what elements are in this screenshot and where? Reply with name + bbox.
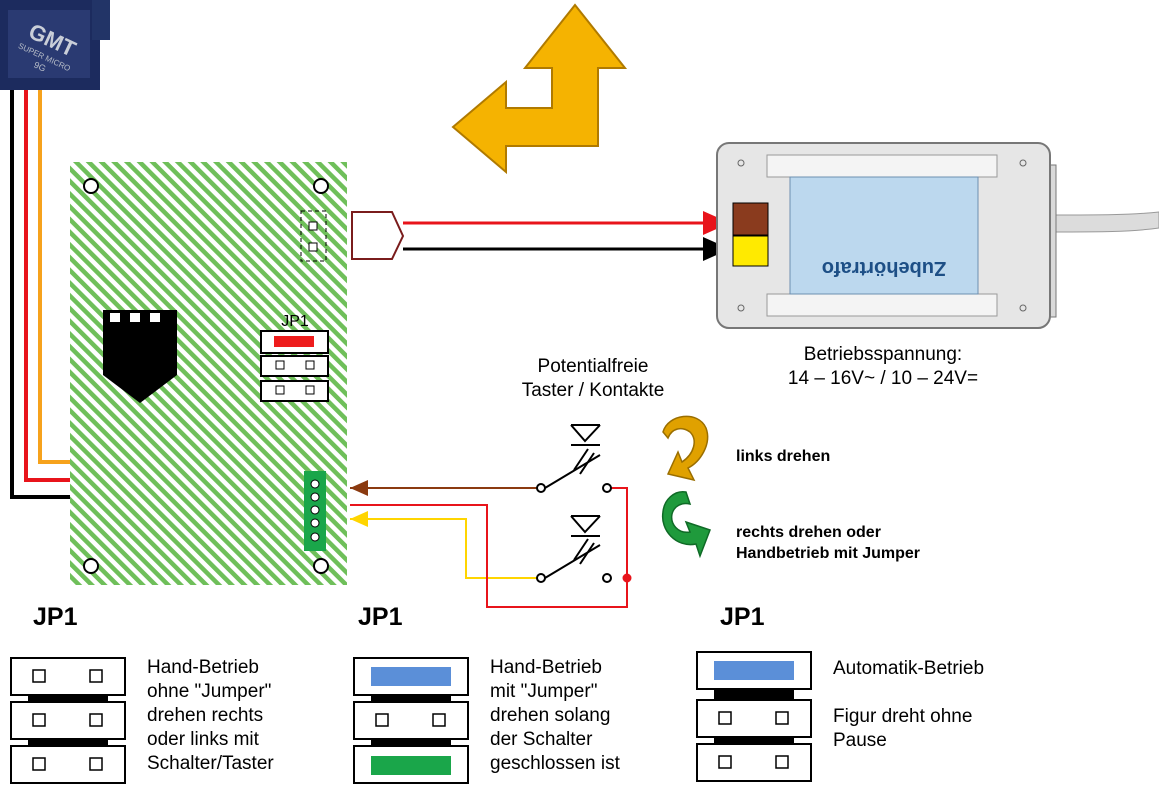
- wire-yellow: [350, 511, 541, 579]
- jumper-diagram-2: [353, 657, 469, 784]
- switch-title: Potentialfreie Taster / Kontakte: [488, 355, 698, 403]
- jumper-diagram-3: [696, 651, 812, 782]
- power-plug: [351, 211, 405, 260]
- switch-title-line2: Taster / Kontakte: [521, 380, 665, 401]
- jumper-diagram-1: [10, 657, 126, 784]
- transformer-name: Zubehörtrafo: [822, 257, 946, 279]
- controller-board: JP1: [70, 162, 347, 585]
- rotate-left-label: links drehen: [736, 448, 831, 465]
- mount-hole: [83, 558, 99, 574]
- servo-connector: [103, 310, 177, 403]
- rotate-left-arrow: [662, 415, 709, 482]
- mount-hole: [313, 178, 329, 194]
- servo-motor: GMT SUPER MICRO 9G: [0, 0, 110, 90]
- rotate-right-label: rechts drehen oder Handbetrieb mit Jumpe…: [736, 524, 921, 562]
- switch-header: [304, 471, 326, 551]
- jumper-mode-1-title: JP1: [33, 603, 78, 631]
- jumper-mode-2-description: Hand-Betrieb mit "Jumper" drehen solang …: [490, 657, 620, 774]
- switch-contacts: [350, 424, 632, 608]
- jumper-mode-2-title: JP1: [358, 603, 403, 631]
- voltage-values: 14 – 16V~ / 10 – 24V=: [787, 368, 979, 389]
- mount-hole: [313, 558, 329, 574]
- board-jumper-jp1: [260, 330, 329, 402]
- power-header: [300, 210, 327, 262]
- mount-hole: [83, 178, 99, 194]
- jumper-mode-3-title: JP1: [720, 603, 765, 631]
- jumper-mode-3-description: Automatik-Betrieb Figur dreht ohne Pause: [833, 658, 985, 751]
- servo-type: 9G: [32, 60, 47, 74]
- switch-title-line1: Potentialfreie: [537, 356, 649, 377]
- rotate-right-arrow: [661, 491, 711, 559]
- voltage-info: Betriebsspannung: 14 – 16V~ / 10 – 24V=: [748, 343, 1018, 391]
- voltage-label: Betriebsspannung:: [803, 344, 963, 365]
- board-jumper-label: JP1: [281, 313, 309, 330]
- jumper-mode-1-description: Hand-Betrieb ohne "Jumper" drehen rechts…: [147, 657, 274, 774]
- rotation-double-arrow: [451, 3, 628, 175]
- transformer: Zubehörtrafo: [716, 142, 1159, 329]
- wire-red-common: [350, 487, 628, 608]
